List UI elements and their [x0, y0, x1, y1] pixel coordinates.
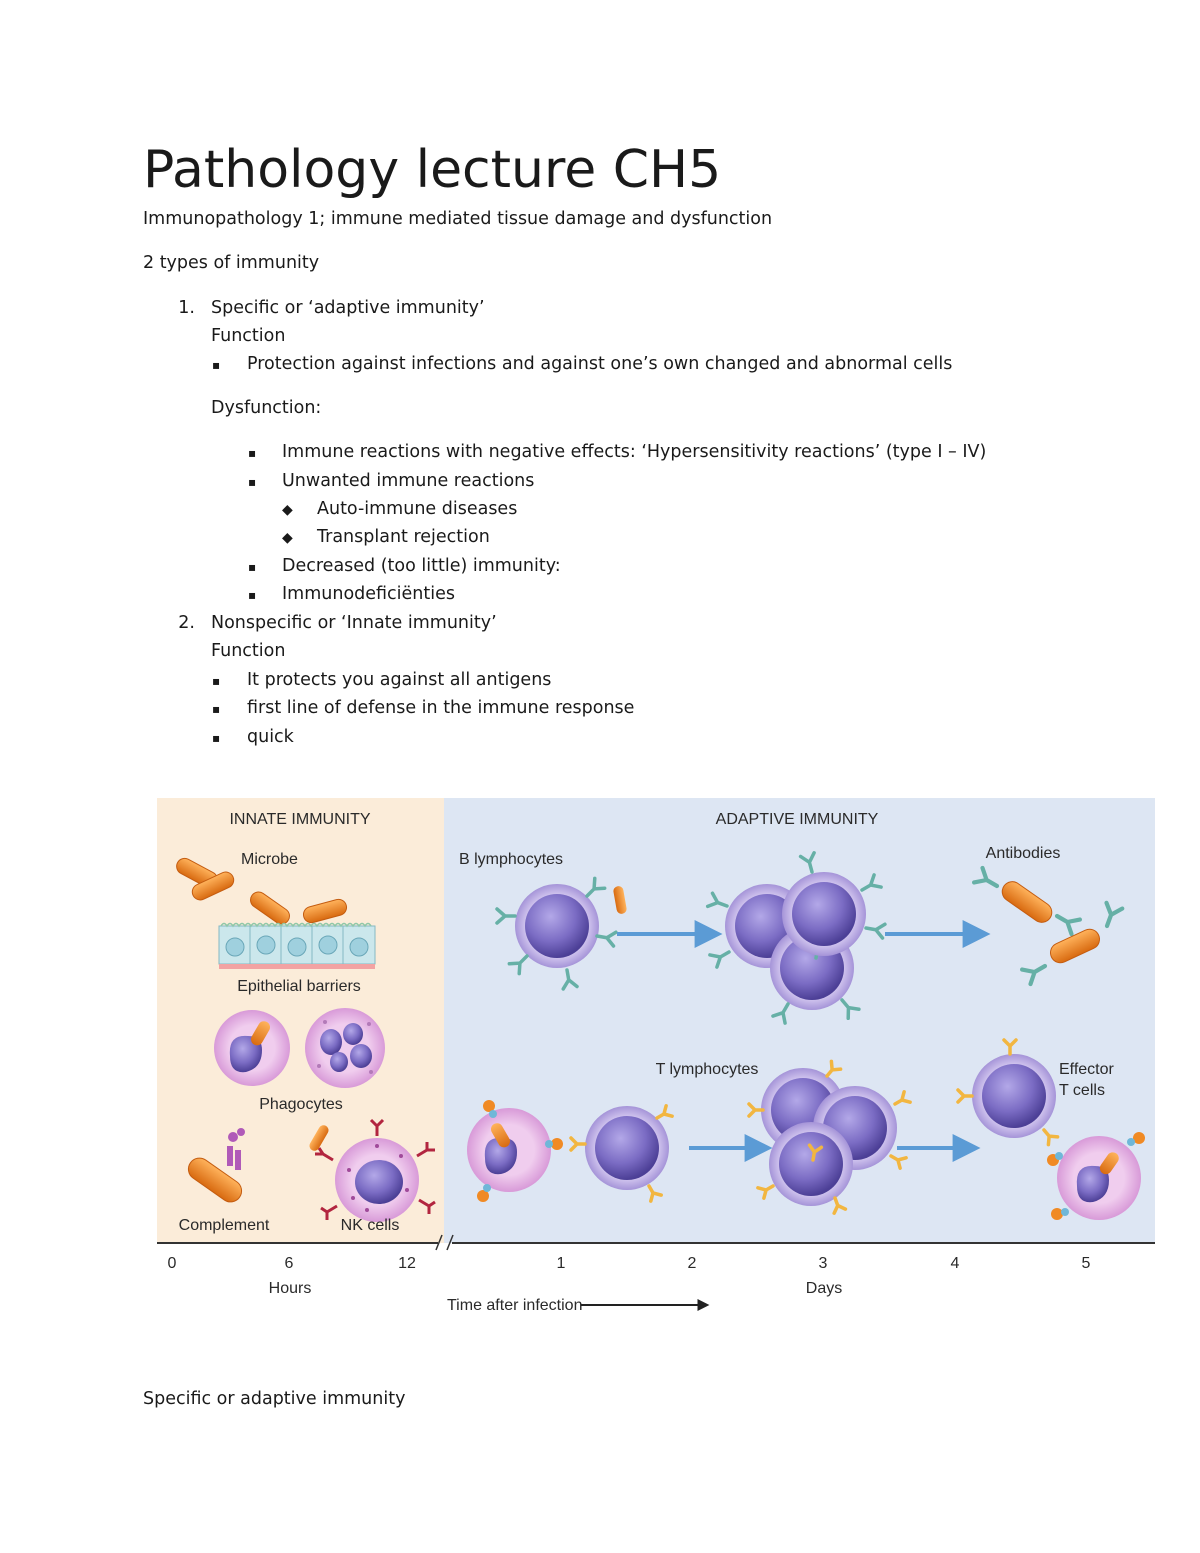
time-axis — [157, 1234, 1155, 1251]
dysfunction-label: Dysfunction: — [211, 398, 322, 418]
tick-label: 12 — [398, 1255, 416, 1272]
function-label: Function — [211, 641, 286, 661]
day-tick-labels: 1 2 3 4 5 — [557, 1255, 1091, 1272]
bullet-square-icon: ▪ — [248, 475, 257, 489]
list-item: It protects you against all antigens — [247, 670, 552, 690]
epithelial-barrier-icon — [218, 888, 376, 969]
complement-label: Complement — [179, 1217, 270, 1234]
list-item: Immunodeficiënties — [282, 584, 455, 604]
phagocytes-label: Phagocytes — [259, 1096, 343, 1113]
innate-title: INNATE IMMUNITY — [229, 811, 370, 828]
tick-label: 6 — [285, 1255, 294, 1272]
bullet-square-icon: ▪ — [212, 674, 221, 688]
antigen-icon — [613, 886, 627, 914]
tick-label: 0 — [168, 1255, 177, 1272]
function-label: Function — [211, 326, 286, 346]
bullet-square-icon: ▪ — [248, 588, 257, 602]
antigen-presenting-cell-icon — [467, 1100, 563, 1202]
list-item: Auto-immune diseases — [317, 499, 518, 519]
page-title: Pathology lecture CH5 — [143, 140, 722, 200]
neutrophil-icon — [305, 1008, 385, 1088]
list-item: first line of defense in the immune resp… — [247, 698, 635, 718]
bullet-square-icon: ▪ — [212, 358, 221, 372]
bullet-diamond-icon: ◆ — [282, 502, 293, 518]
tick-label: 4 — [951, 1255, 960, 1272]
complement-icon — [187, 1128, 245, 1203]
antibody-bound-microbe-icon — [974, 868, 1122, 984]
list-heading: Specific or ‘adaptive immunity’ — [211, 298, 485, 318]
phagocyte-icon — [214, 1010, 290, 1086]
intro-text: 2 types of immunity — [143, 253, 320, 273]
tick-label: 5 — [1082, 1255, 1091, 1272]
nk-cells-label: NK cells — [341, 1217, 400, 1234]
nk-cell-icon — [309, 1118, 436, 1222]
hours-label: Hours — [269, 1280, 312, 1297]
effector-label-2: T cells — [1059, 1082, 1105, 1099]
list-heading: Nonspecific or ‘Innate immunity’ — [211, 613, 497, 633]
effector-label: Effector — [1059, 1061, 1115, 1078]
list-item: quick — [247, 727, 294, 747]
bullet-square-icon: ▪ — [212, 731, 221, 745]
subtitle: Immunopathology 1; immune mediated tissu… — [143, 209, 773, 229]
bullet-square-icon: ▪ — [248, 560, 257, 574]
hour-tick-labels: 0 6 12 — [168, 1255, 416, 1272]
epithelial-label: Epithelial barriers — [237, 978, 361, 995]
list-number: 2. — [178, 613, 195, 633]
tick-label: 1 — [557, 1255, 566, 1272]
list-item: Protection against infections and agains… — [247, 354, 953, 374]
list-item: Decreased (too little) immunity: — [282, 556, 561, 576]
adaptive-title: ADAPTIVE IMMUNITY — [716, 811, 879, 828]
list-number: 1. — [178, 298, 195, 318]
days-label: Days — [806, 1280, 842, 1297]
target-cell-icon — [1047, 1132, 1145, 1220]
microbe-label: Microbe — [241, 851, 298, 868]
tick-label: 3 — [819, 1255, 828, 1272]
list-item: Unwanted immune reactions — [282, 471, 535, 491]
b-lymphocytes-label: B lymphocytes — [459, 851, 563, 868]
list-item: Transplant rejection — [317, 527, 490, 547]
bullet-square-icon: ▪ — [212, 702, 221, 716]
bullet-diamond-icon: ◆ — [282, 530, 293, 546]
time-after-infection-label: Time after infection — [447, 1297, 582, 1314]
tick-label: 2 — [688, 1255, 697, 1272]
bullet-square-icon: ▪ — [248, 446, 257, 460]
antibodies-label: Antibodies — [986, 845, 1061, 862]
section-heading: Specific or adaptive immunity — [143, 1389, 406, 1409]
immunity-timeline-figure: INNATE IMMUNITY ADAPTIVE IMMUNITY Microb… — [157, 798, 1155, 1314]
list-item: Immune reactions with negative effects: … — [282, 442, 987, 462]
t-lymphocytes-label: T lymphocytes — [656, 1061, 759, 1078]
